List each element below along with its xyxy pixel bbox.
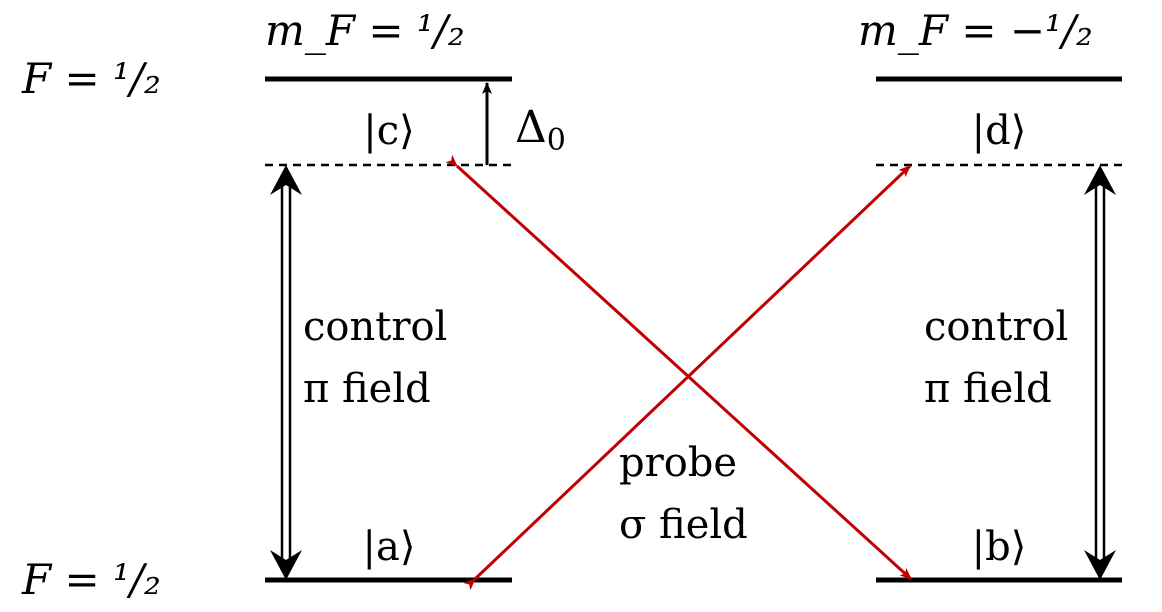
control-right-line2: π field: [924, 366, 1052, 412]
upper-F-label: F = ¹/₂: [21, 54, 161, 103]
control-left-line1: control: [303, 304, 447, 350]
detuning-label: Δ0: [515, 102, 566, 158]
control-arrow-right: [1084, 165, 1116, 580]
detuning-symbol: Δ: [515, 102, 547, 153]
probe-arrow-c-to-b: [445, 154, 913, 581]
probe-line2: σ field: [619, 502, 748, 548]
state-c-label: |c⟩: [363, 108, 414, 154]
lower-F-label: F = ¹/₂: [21, 555, 161, 604]
control-right-line1: control: [924, 304, 1068, 350]
state-d-label: |d⟩: [972, 108, 1027, 154]
control-arrow-left: [270, 165, 302, 580]
detuning-subscript: 0: [547, 123, 566, 158]
probe-line1: probe: [619, 440, 737, 486]
state-a-label: |a⟩: [363, 524, 416, 570]
mF-label-right: m_F = −¹/₂: [858, 6, 1093, 55]
state-b-label: |b⟩: [972, 524, 1027, 570]
mF-label-left: m_F = ¹/₂: [265, 6, 465, 55]
control-left-line2: π field: [303, 366, 431, 412]
